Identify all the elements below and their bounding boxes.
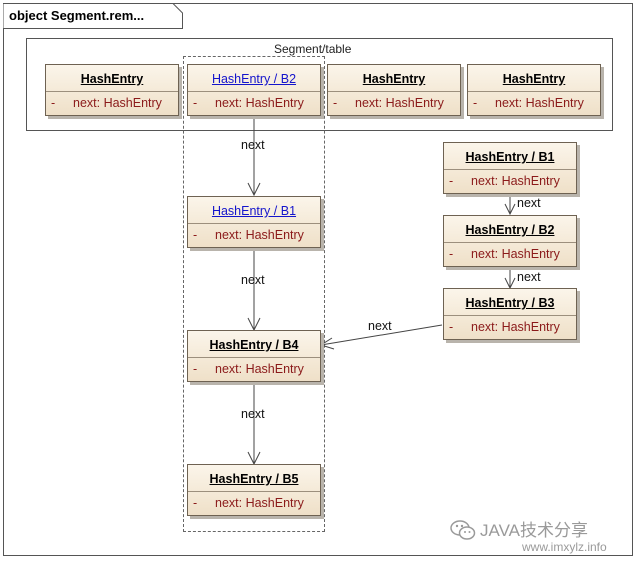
- node-attribute: -next: HashEntry: [193, 362, 304, 376]
- table-entry-3[interactable]: HashEntry -next: HashEntry: [467, 64, 601, 116]
- edge-rb3-b4: [320, 324, 443, 346]
- chain-selection-box: [183, 56, 325, 532]
- table-entry-1-b2[interactable]: HashEntry / B2 -next: HashEntry: [187, 64, 321, 116]
- node-attribute: -next: HashEntry: [193, 496, 304, 510]
- table-entry-0[interactable]: HashEntry -next: HashEntry: [45, 64, 179, 116]
- edge-rb3-b4-arrow: [319, 337, 335, 350]
- edge-b2-b1new-arrow: [247, 182, 261, 197]
- node-attribute: -next: HashEntry: [449, 174, 560, 188]
- node-attribute: -next: HashEntry: [449, 247, 560, 261]
- edge-label-b2-b1new: next: [241, 138, 265, 152]
- chain-node-b5[interactable]: HashEntry / B5 -next: HashEntry: [187, 464, 321, 516]
- node-title: HashEntry: [502, 72, 566, 86]
- node-attribute: -next: HashEntry: [51, 96, 162, 110]
- old-chain-node-b2[interactable]: HashEntry / B2 -next: HashEntry: [443, 215, 577, 267]
- watermark: JAVA技术分享 www.imxylz.info: [450, 514, 635, 558]
- segment-table-label: Segment/table: [274, 42, 352, 56]
- frame-title: object Segment.rem...: [9, 8, 145, 23]
- old-chain-node-b3[interactable]: HashEntry / B3 -next: HashEntry: [443, 288, 577, 340]
- edge-label-b4-b5: next: [241, 407, 265, 421]
- node-title: HashEntry / B1: [465, 150, 555, 164]
- node-title: HashEntry / B2: [465, 223, 555, 237]
- edge-label-b1new-b4: next: [241, 273, 265, 287]
- node-title-link[interactable]: HashEntry / B1: [211, 204, 297, 218]
- watermark-url: www.imxylz.info: [522, 540, 607, 554]
- table-entry-2[interactable]: HashEntry -next: HashEntry: [327, 64, 461, 116]
- edge-label-rb3-b4: next: [368, 319, 392, 333]
- node-attribute: -next: HashEntry: [193, 96, 304, 110]
- node-title-link[interactable]: HashEntry / B2: [211, 72, 297, 86]
- node-title: HashEntry: [362, 72, 426, 86]
- edge-label-rb2-rb3: next: [517, 270, 541, 284]
- node-title: HashEntry / B4: [209, 338, 299, 352]
- node-attribute: -next: HashEntry: [193, 228, 304, 242]
- node-attribute: -next: HashEntry: [333, 96, 444, 110]
- old-chain-node-b1[interactable]: HashEntry / B1 -next: HashEntry: [443, 142, 577, 194]
- wechat-icon: [450, 520, 476, 540]
- frame-tab-shape: [3, 3, 183, 29]
- edge-label-rb1-rb2: next: [517, 196, 541, 210]
- node-title: HashEntry: [80, 72, 144, 86]
- chain-node-b1-new[interactable]: HashEntry / B1 -next: HashEntry: [187, 196, 321, 248]
- edge-rb1-rb2-arrow: [504, 203, 516, 216]
- node-title: HashEntry / B3: [465, 296, 555, 310]
- chain-node-b4[interactable]: HashEntry / B4 -next: HashEntry: [187, 330, 321, 382]
- node-attribute: -next: HashEntry: [473, 96, 584, 110]
- watermark-title: JAVA技术分享: [480, 521, 588, 540]
- node-title: HashEntry / B5: [209, 472, 299, 486]
- node-attribute: -next: HashEntry: [449, 320, 560, 334]
